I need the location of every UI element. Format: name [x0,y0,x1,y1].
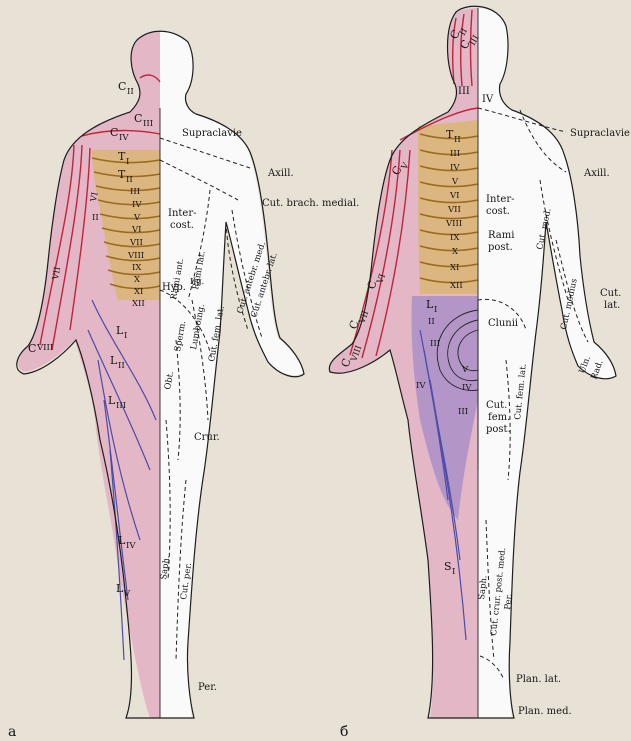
front-nerve-hyp: Hyp. [162,282,186,293]
back-seg-iv-neck: IV [482,94,494,105]
back-seg-x: X [452,247,459,257]
front-seg-v: V [133,213,141,223]
back-seg-vi: VI [449,191,460,201]
front-seg-vi-arm: VI [89,191,101,203]
front-figure: C II C III C IV T I T II III IV V VI VII… [8,31,359,740]
back-seg-ii: II [454,135,461,145]
back-seg-iii: III [450,149,460,159]
front-seg-xii: XII [132,299,145,309]
back-nerve-rami: Rami [488,230,514,241]
back-seg-i-sacral: I [452,567,455,577]
front-seg-l: L [110,354,118,367]
back-seg-viii: VIII [445,219,462,229]
front-seg-iii: III [143,119,153,129]
front-seg-viii: VIII [127,251,144,261]
front-seg-viii-arm: VIII [36,343,53,353]
back-nerve-axill: Axill. [583,168,610,179]
back-seg-iii-lumbar: III [430,339,440,349]
back-seg-iii-sacral: III [458,407,468,417]
front-seg-c: C [110,126,118,139]
front-nerve-inter: Inter- [168,208,197,219]
back-nerve-supraclavie: Supraclavie [570,128,630,139]
front-nerve-per: Per. [198,682,217,693]
front-seg-c-arm: C [28,342,36,355]
back-seg-ii-lumbar: II [428,317,435,327]
back-nerve-lat: lat. [604,300,620,311]
front-seg-iv: IV [119,133,129,143]
front-seg-l: L [116,324,124,337]
front-seg-xi: XI [134,287,143,297]
back-nerve-post: post. [488,242,513,253]
front-nerve-cut-brach-medial: Cut. brach. medial. [262,198,359,209]
back-nerve-cut-thigh: Cut. [486,400,507,411]
back-nerve-clunii: Clunii [488,318,518,329]
back-seg-xii: XII [450,281,463,291]
back-seg-xi: XI [450,263,459,273]
back-seg-l: L [426,298,434,311]
front-seg-iv: IV [126,541,136,551]
back-seg-ix: IX [450,233,460,243]
back-nerve-fem: fem. [488,412,510,423]
back-seg-t: T [446,128,454,141]
front-seg-c: C [134,112,142,125]
front-seg-t: T [118,150,126,163]
front-seg-ii-arm: II [92,213,99,223]
front-seg-ii: II [118,361,125,371]
back-nerve-per: Per. [503,593,515,610]
back-nerve-inter: Inter- [486,194,515,205]
front-nerve-crur: Crur. [194,432,220,443]
front-seg-ix: IX [132,263,142,273]
back-nerve-plan-lat: Plan. lat. [516,674,561,685]
front-seg-l: L [116,582,124,595]
front-nerve-axill: Axill. [267,168,294,179]
back-nerve-plan-med: Plan. med. [518,706,572,717]
back-seg-s: S [444,560,452,573]
front-seg-ii: II [127,87,134,97]
front-seg-ii: II [126,175,133,185]
front-seg-v: V [123,589,131,599]
front-nerve-cost: cost. [170,220,194,231]
back-seg-i: I [434,305,437,315]
back-seg-v-sacral: V [461,365,469,375]
back-seg-iii-neck: III [458,86,470,97]
front-seg-x: X [134,275,141,285]
back-figure: C II C III III IV C V T II III IV V VI V… [329,6,630,740]
front-seg-iii: III [130,187,140,197]
front-seg-l: L [118,534,126,547]
front-seg-t: T [118,168,126,181]
back-nerve-cut: Cut. [600,288,621,299]
front-seg-vii: VII [129,238,143,248]
front-seg-l: L [108,394,116,407]
front-seg-iv: IV [132,200,142,210]
front-seg-vi: VI [131,225,142,235]
front-seg-i: I [124,331,127,341]
back-seg-iv-sacral: IV [462,383,472,393]
back-caption: б [340,724,348,740]
back-seg-iv-lumbar: IV [416,381,426,391]
front-caption: а [8,724,16,740]
back-seg-v: V [451,177,459,187]
front-seg-iii: III [116,401,126,411]
front-seg-c: C [118,80,126,93]
front-nerve-supraclavie: Supraclavie [182,128,242,139]
back-seg-iv: IV [450,163,460,173]
back-nerve-post-thigh: post. [486,424,511,435]
front-nerve-ilg: Ilg. [190,277,204,287]
back-nerve-cost: cost. [486,206,510,217]
front-seg-i: I [126,157,129,167]
back-seg-vii: VII [447,205,461,215]
